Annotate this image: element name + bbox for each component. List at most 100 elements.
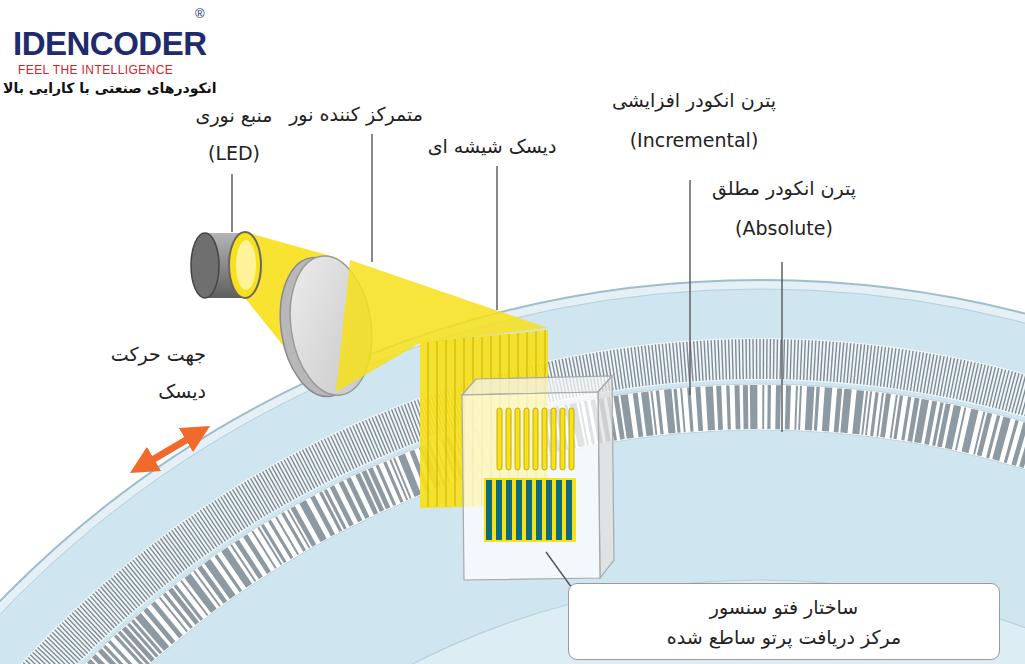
absolute-slot [716, 386, 723, 430]
photo-cell [486, 480, 492, 540]
incremental-slot [395, 408, 410, 445]
incremental-slot [309, 447, 327, 483]
incremental-slot [844, 343, 847, 383]
absolute-slot [805, 386, 815, 430]
incremental-slot [1022, 377, 1025, 415]
incremental-slot [405, 404, 419, 441]
incremental-slot [278, 463, 297, 498]
absolute-slot [633, 393, 644, 437]
incremental-slot [794, 340, 795, 380]
absolute-slot [705, 386, 715, 430]
incremental-slot [847, 343, 851, 383]
incremental-slot [312, 445, 330, 481]
incremental-slot [318, 442, 336, 478]
incremental-slot [284, 459, 303, 494]
incremental-slot [673, 343, 676, 383]
incremental-slot [933, 355, 940, 394]
registered-mark: ® [195, 6, 205, 22]
sensor-front [462, 392, 600, 580]
absolute-slot [281, 512, 306, 552]
incremental-slot [290, 456, 309, 491]
incremental-slot [697, 341, 700, 381]
incremental-slot [850, 343, 854, 383]
light-stripe [428, 342, 429, 507]
leader-line [781, 262, 782, 432]
absolute-slot [127, 623, 159, 658]
incremental-slot [947, 358, 955, 397]
sensor-slit [497, 408, 502, 470]
absolute-slot [650, 391, 657, 435]
photo-cell [516, 480, 522, 540]
incremental-slot [680, 342, 683, 382]
incremental-slot [398, 407, 412, 444]
incremental-slot [824, 341, 827, 381]
disk-hub [0, 580, 1025, 664]
incremental-slot [924, 354, 931, 393]
incremental-slot [296, 453, 315, 488]
incremental-slot [392, 409, 407, 446]
sensor-slit [533, 408, 538, 470]
leader-line [496, 166, 497, 310]
incremental-slot [790, 339, 791, 379]
disk-rim [0, 280, 1025, 664]
incremental-slot [275, 465, 294, 500]
incremental-slot [840, 343, 843, 383]
incremental-slot [920, 353, 927, 392]
incremental-slot [388, 411, 403, 448]
absolute-slot [945, 405, 961, 450]
incremental-slot [814, 341, 816, 381]
incremental-slot [401, 405, 415, 442]
incremental-slot [930, 355, 937, 394]
photo-cell [506, 480, 512, 540]
incremental-slot [266, 470, 286, 505]
incremental-slot [694, 341, 697, 381]
photo-cells [486, 480, 572, 540]
sensor-slit [515, 408, 520, 470]
photo-cell [566, 480, 572, 540]
part-label: دیسک شیشه ای [428, 135, 557, 158]
incremental-slot [272, 466, 292, 501]
led-back [191, 233, 219, 298]
incremental-slot [735, 339, 737, 379]
incremental-slot [676, 343, 679, 383]
absolute-slot [822, 387, 832, 431]
incremental-slot [742, 339, 744, 379]
callout-text: ساختار فتو سنسور مرکز دریافت پرتو ساطع ش… [667, 592, 901, 652]
absolute-slot [840, 389, 851, 433]
incremental-slot [408, 403, 422, 440]
incremental-slot [732, 339, 733, 379]
incremental-slot [807, 340, 809, 380]
incremental-slot [306, 448, 324, 484]
incremental-slot [837, 342, 840, 382]
absolute-slot [743, 385, 749, 429]
incremental-slot [253, 477, 273, 512]
absolute-slot [750, 385, 758, 429]
light-stripe [455, 339, 456, 506]
incremental-slot [745, 339, 747, 379]
leader-line [689, 180, 690, 395]
light-beam [336, 260, 548, 392]
incremental-slot [756, 339, 758, 379]
direction-label: جهت حرکت دیسک [111, 336, 206, 410]
photo-cell [526, 480, 532, 540]
callout-box: ساختار فتو سنسور مرکز دریافت پرتو ساطع ش… [568, 583, 1000, 660]
incremental-slot [687, 342, 690, 382]
leader-line [546, 552, 572, 588]
incremental-slot [722, 340, 724, 380]
absolute-slot [762, 385, 764, 429]
sensor-slit [506, 408, 511, 470]
absolute-slot [814, 387, 820, 431]
absolute-slot [257, 527, 282, 565]
incremental-slot [701, 341, 703, 381]
absolute-slot [673, 389, 680, 433]
incremental-slot [907, 351, 913, 391]
incremental-slot [914, 352, 920, 391]
incremental-slot [738, 339, 740, 379]
tagline: انکودرهای صنعتی با کارایی بالا [3, 80, 217, 97]
incremental-slot [800, 340, 802, 380]
photo-cell [556, 480, 562, 540]
incremental-slot [940, 357, 947, 396]
pattern-label: پترن انکودر افزایشی (Incremental) [612, 80, 776, 160]
direction-arrow [142, 433, 198, 466]
absolute-slot [168, 587, 199, 625]
